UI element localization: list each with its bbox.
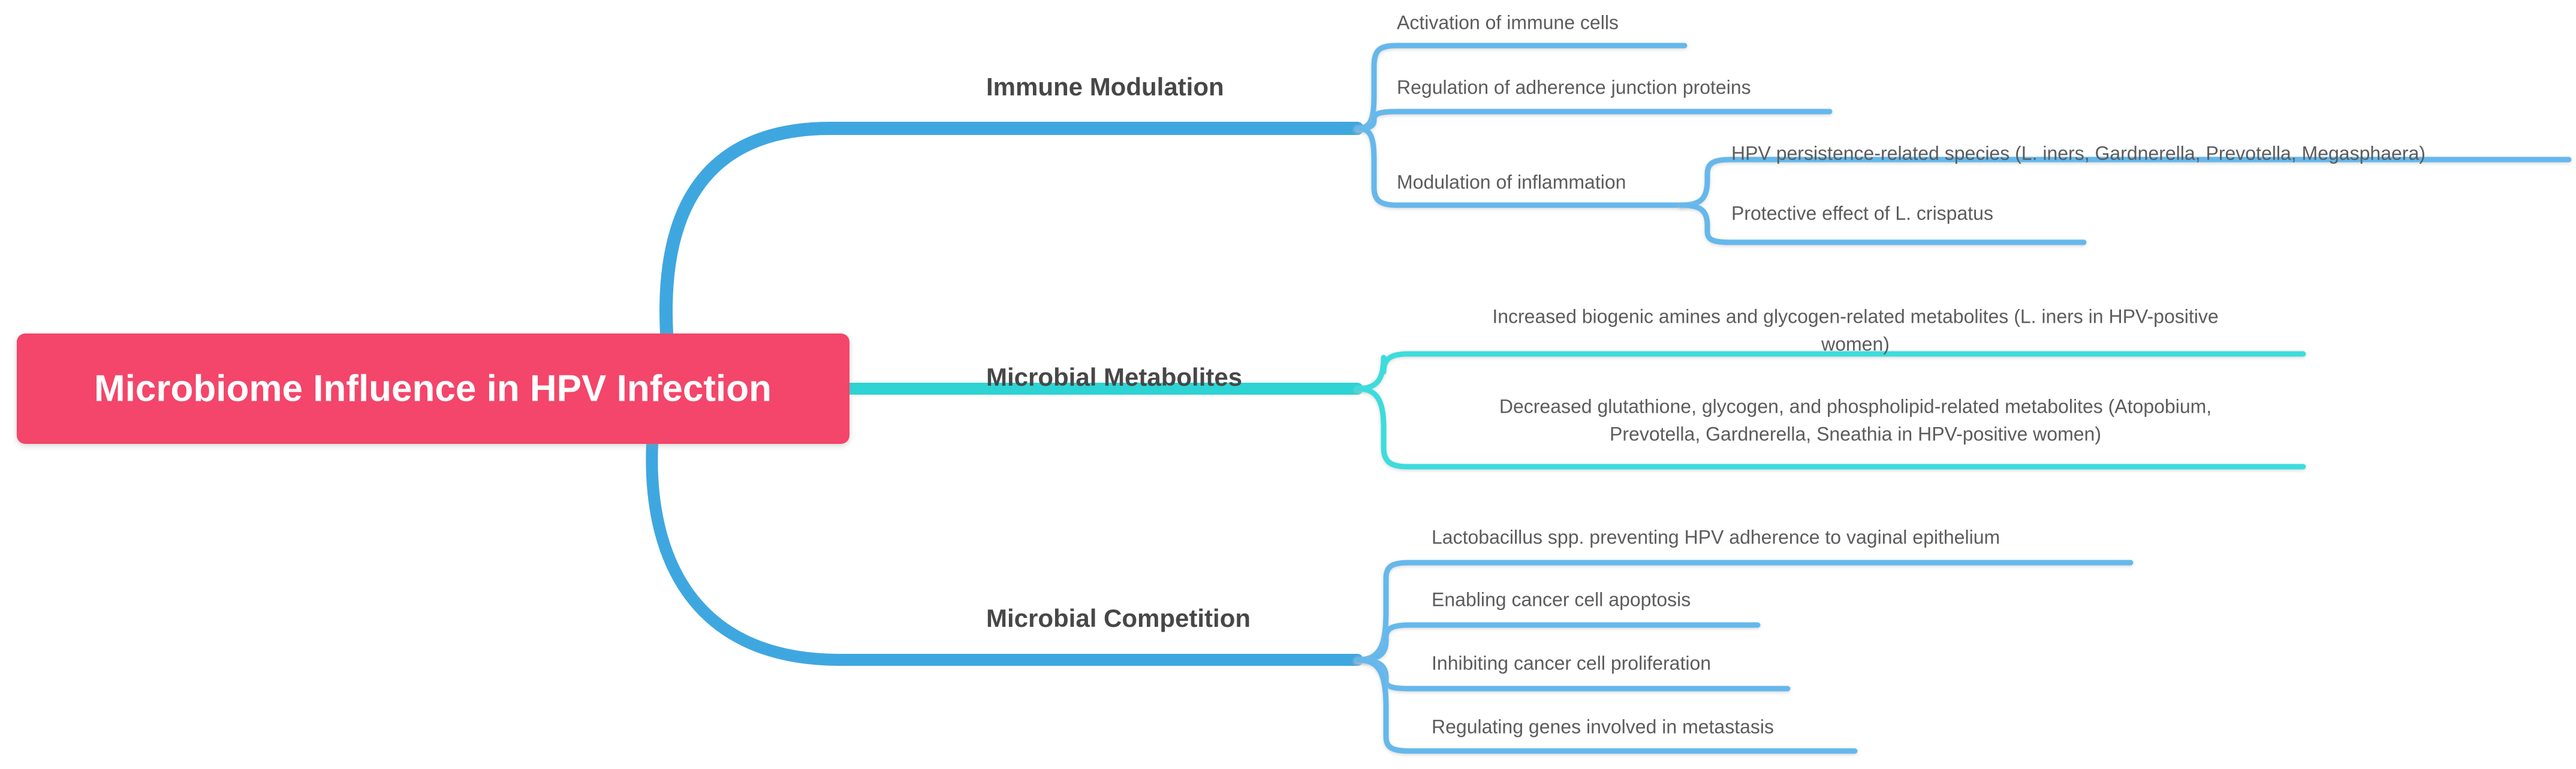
leaf-label-decreased-glutathione-line2: Prevotella, Gardnerella, Sneathia in HPV… (1610, 423, 2101, 444)
fan-microbial-competition (1354, 560, 2134, 754)
fan-line-regulation-of-adherence-junction-proteins (1354, 109, 1833, 131)
root-node[interactable]: Microbiome Influence in HPV Infection (17, 334, 849, 444)
trunk-connectors (646, 122, 1364, 666)
leaf-activation-of-immune-cells[interactable]: Activation of immune cells (1397, 11, 1619, 33)
connector-root-to-microbial-competition (646, 438, 1363, 666)
leaf-label-modulation-of-inflammation: Modulation of inflammation (1397, 171, 1626, 193)
fan-immune-modulation (1354, 43, 1833, 208)
fan-line-hpv-persistence-related-species (1679, 157, 2572, 208)
fan-line-increased-biogenic-amines (1354, 351, 2306, 392)
fan-line-regulating-genes-metastasis (1354, 657, 1858, 754)
branch-label-immune-modulation: Immune Modulation (986, 73, 1224, 101)
branch-label-microbial-competition: Microbial Competition (986, 604, 1251, 632)
leaf-label-inhibiting-cancer-cell-proliferation: Inhibiting cancer cell proliferation (1432, 652, 1711, 674)
leaf-label-increased-biogenic-amines-line2: women) (1821, 333, 1890, 355)
root-node-box (17, 334, 849, 444)
leaf-label-activation-of-immune-cells: Activation of immune cells (1397, 11, 1619, 33)
branch-immune-modulation[interactable]: Immune Modulation Activation of immune c… (986, 11, 2572, 245)
leaf-label-decreased-glutathione-line1: Decreased glutathione, glycogen, and pho… (1499, 395, 2212, 417)
branch-microbial-metabolites[interactable]: Microbial Metabolites Increased biogenic… (986, 305, 2306, 470)
leaf-increased-biogenic-amines[interactable]: Increased biogenic amines and glycogen-r… (1492, 305, 2218, 355)
fan-line-enabling-cancer-cell-apoptosis (1354, 622, 1761, 663)
fan-microbial-metabolites (1354, 351, 2306, 470)
leaf-hpv-persistence-related-species[interactable]: HPV persistence-related species (L. iner… (1731, 142, 2426, 164)
leaf-protective-effect-of-l-crispatus[interactable]: Protective effect of L. crispatus (1731, 202, 1993, 224)
leaf-label-increased-biogenic-amines-line1: Increased biogenic amines and glycogen-r… (1492, 305, 2218, 327)
leaf-label-protective-effect-of-l-crispatus: Protective effect of L. crispatus (1731, 202, 1993, 224)
leaf-regulating-genes-metastasis[interactable]: Regulating genes involved in metastasis (1432, 716, 1774, 737)
root-node-label: Microbiome Influence in HPV Infection (94, 368, 772, 409)
branch-label-microbial-metabolites: Microbial Metabolites (986, 363, 1242, 391)
leaf-label-regulation-of-adherence-junction-proteins: Regulation of adherence junction protein… (1397, 76, 1751, 98)
branch-microbial-competition[interactable]: Microbial Competition Lactobacillus spp.… (986, 526, 2134, 754)
leaf-regulation-of-adherence-junction-proteins[interactable]: Regulation of adherence junction protein… (1397, 76, 1751, 98)
fan-line-protective-effect-of-l-crispatus (1679, 202, 2087, 245)
leaf-lactobacillus-preventing-adherence[interactable]: Lactobacillus spp. preventing HPV adhere… (1432, 526, 2000, 548)
fan-modulation-of-inflammation (1679, 157, 2572, 245)
leaf-label-regulating-genes-metastasis: Regulating genes involved in metastasis (1432, 716, 1774, 737)
fan-line-modulation-of-inflammation (1354, 125, 1685, 208)
leaf-modulation-of-inflammation[interactable]: Modulation of inflammation (1397, 171, 1626, 193)
leaf-decreased-glutathione[interactable]: Decreased glutathione, glycogen, and pho… (1499, 395, 2212, 444)
fan-line-lactobacillus-preventing-adherence (1354, 560, 2134, 663)
fan-line-decreased-glutathione (1354, 386, 2306, 470)
leaf-label-enabling-cancer-cell-apoptosis: Enabling cancer cell apoptosis (1432, 588, 1691, 610)
leaf-label-lactobacillus-preventing-adherence: Lactobacillus spp. preventing HPV adhere… (1432, 526, 2000, 548)
connector-root-to-immune-modulation (659, 122, 1364, 340)
leaf-inhibiting-cancer-cell-proliferation[interactable]: Inhibiting cancer cell proliferation (1432, 652, 1711, 674)
leaf-label-hpv-persistence-related-species: HPV persistence-related species (L. iner… (1731, 142, 2426, 164)
leaf-enabling-cancer-cell-apoptosis[interactable]: Enabling cancer cell apoptosis (1432, 588, 1691, 610)
